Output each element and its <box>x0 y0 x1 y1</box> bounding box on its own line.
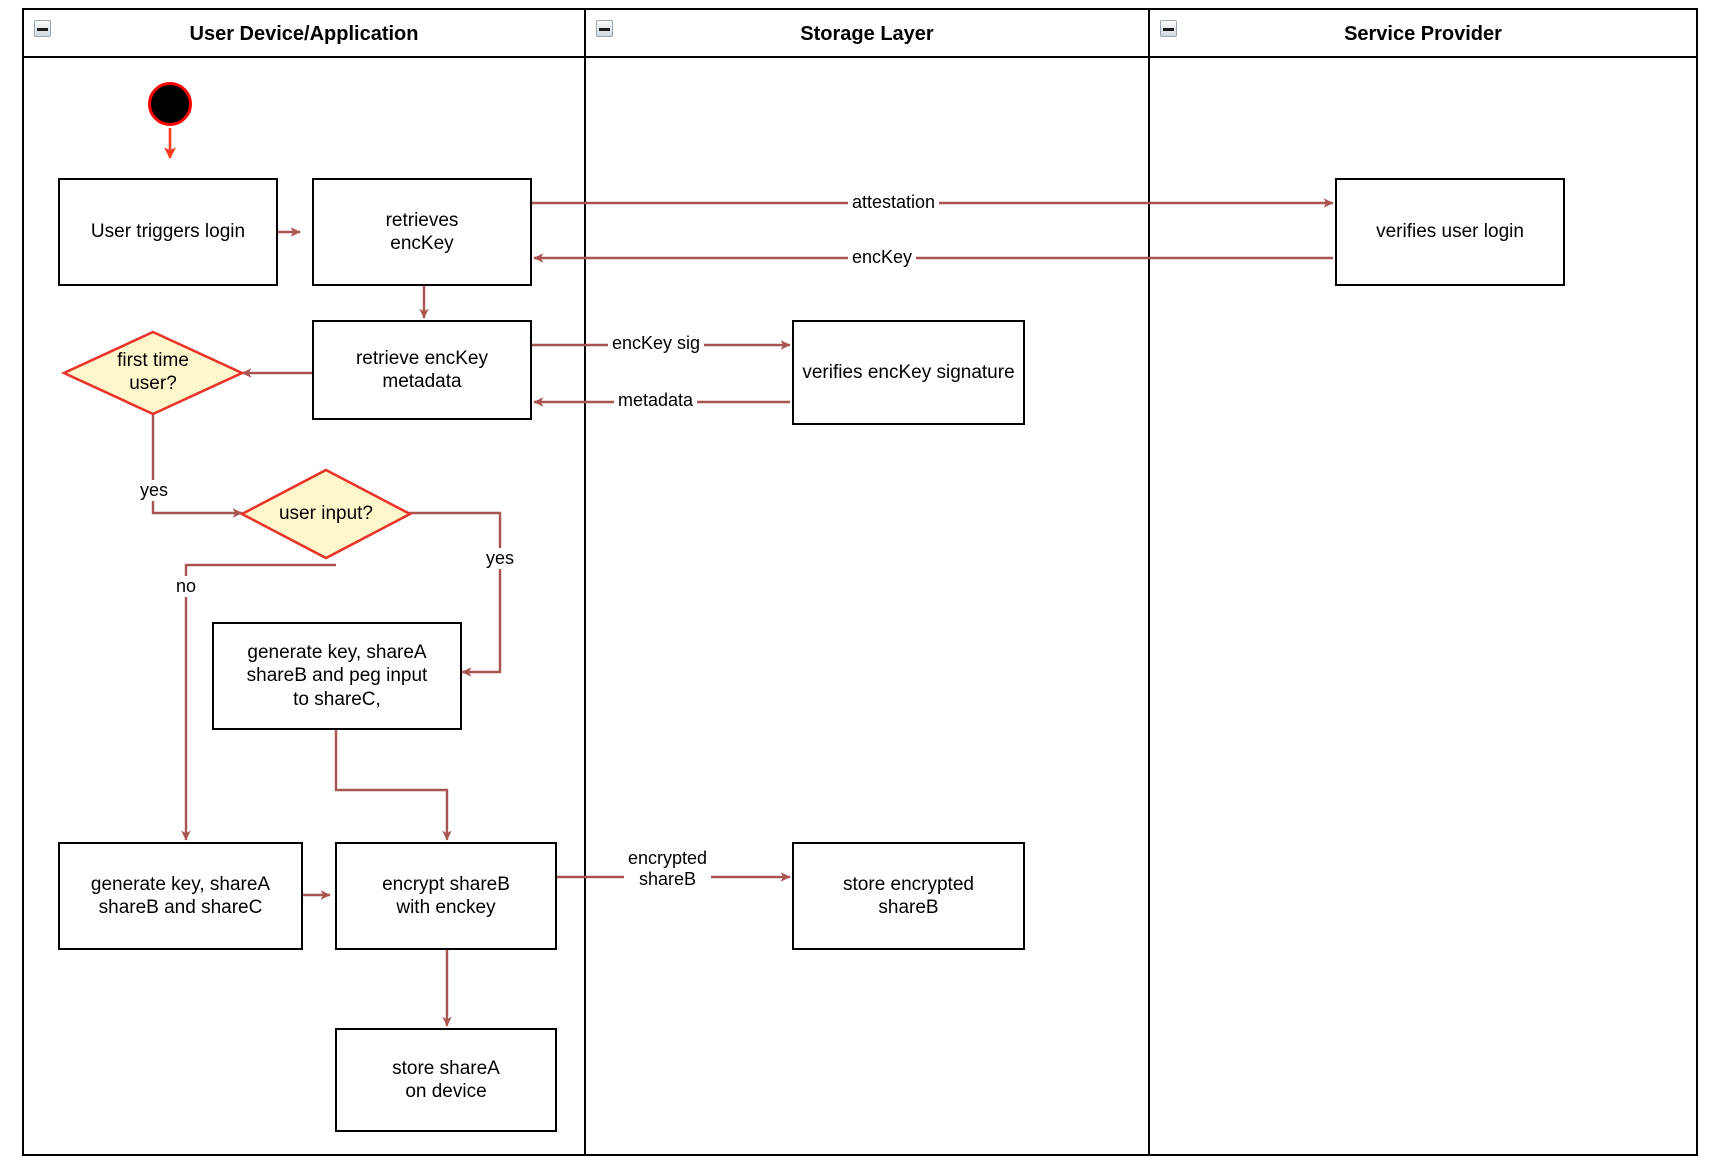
minus-icon-user-device[interactable] <box>34 20 51 37</box>
node-user-triggers-login[interactable]: User triggers login <box>58 178 278 286</box>
node-generate-key-sharec[interactable]: generate key, shareA shareB and shareC <box>58 842 303 950</box>
node-store-encrypted-shareb[interactable]: store encrypted shareB <box>792 842 1025 950</box>
node-retrieves-enckey[interactable]: retrieves encKey <box>312 178 532 286</box>
node-generate-key-peg-input[interactable]: generate key, shareA shareB and peg inpu… <box>212 622 462 730</box>
node-verifies-user-login[interactable]: verifies user login <box>1335 178 1565 286</box>
edge-label-yes-first-time: yes <box>136 480 173 501</box>
node-store-sharea-on-device[interactable]: store shareA on device <box>335 1028 557 1132</box>
initial-node <box>148 82 192 126</box>
swimlane-header-rule <box>22 56 1698 58</box>
edge-label-no-user-input: no <box>172 576 201 597</box>
lane-title-storage-layer: Storage Layer <box>800 23 934 45</box>
lane-divider-service <box>1148 8 1150 1156</box>
lane-title-service-provider: Service Provider <box>1344 23 1502 45</box>
decision-user-input[interactable]: user input? <box>239 468 413 560</box>
edge-label-encrypted-shareb: encrypted shareB <box>624 848 712 890</box>
node-verifies-enckey-signature[interactable]: verifies encKey signature <box>792 320 1025 425</box>
edge-label-metadata: metadata <box>614 390 698 411</box>
lane-divider-storage <box>584 8 586 1156</box>
decision-first-time-user[interactable]: first time user? <box>60 330 246 416</box>
edge-label-enckey: encKey <box>848 247 917 268</box>
edge-label-attestation: attestation <box>848 192 940 213</box>
node-retrieve-enckey-metadata[interactable]: retrieve encKey metadata <box>312 320 532 420</box>
minus-icon-service-provider[interactable] <box>1160 20 1177 37</box>
edge-label-enckey-sig: encKey sig <box>608 333 705 354</box>
lane-title-user-device: User Device/Application <box>189 23 419 45</box>
minus-icon-storage-layer[interactable] <box>596 20 613 37</box>
edge-label-yes-user-input: yes <box>482 548 519 569</box>
node-encrypt-shareb[interactable]: encrypt shareB with enckey <box>335 842 557 950</box>
